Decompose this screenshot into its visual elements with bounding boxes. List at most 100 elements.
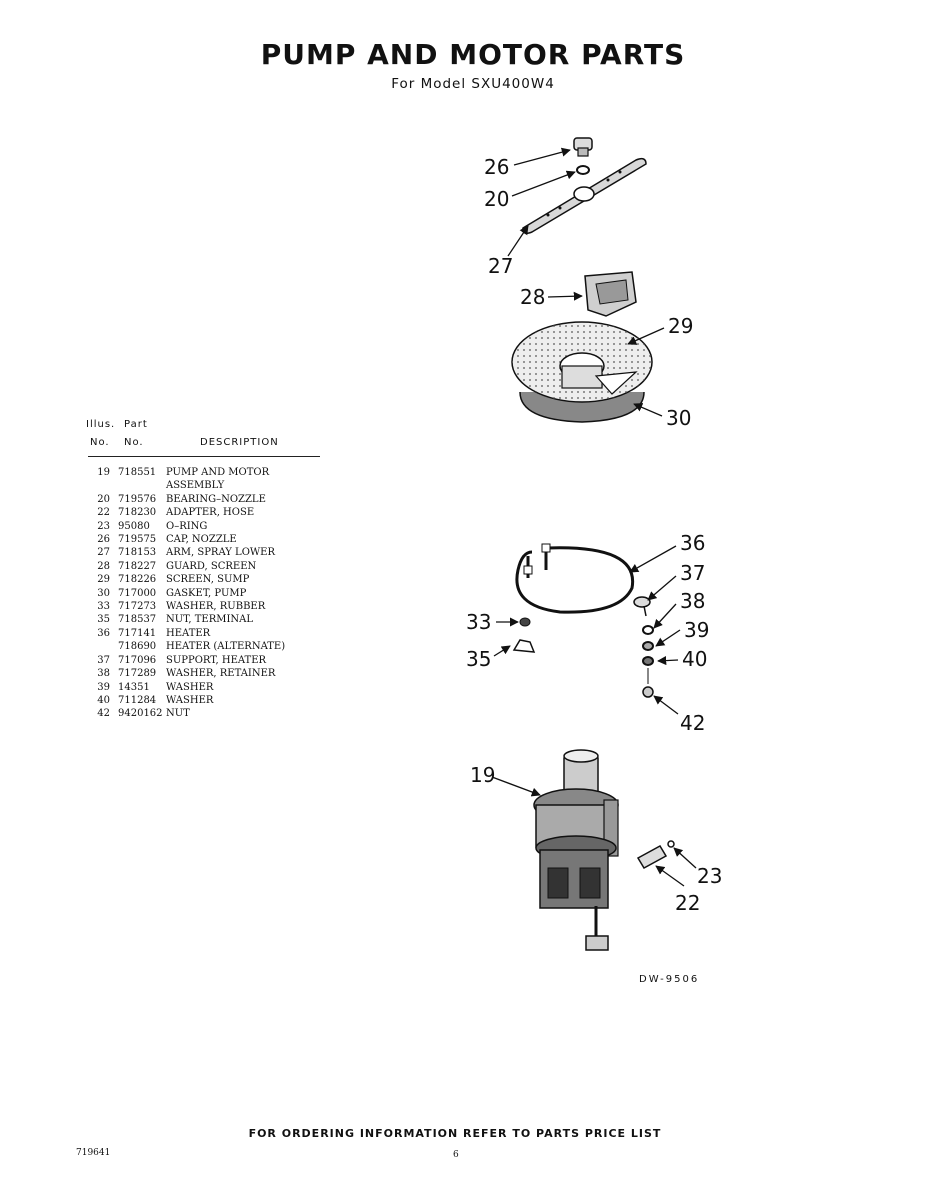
drawing-code: DW-9506 [639, 974, 700, 985]
callout-27: 27 [488, 254, 513, 278]
part-description: O–RING [166, 520, 208, 532]
illus-no: 42 [97, 708, 110, 720]
illus-no: 29 [97, 574, 110, 586]
callout-36: 36 [680, 531, 705, 555]
part-no: 717096 [118, 654, 157, 666]
part-no: 717000 [118, 587, 157, 599]
callout-30: 30 [666, 406, 691, 430]
callout-37: 37 [680, 561, 705, 585]
part-no: 9420162 [118, 708, 163, 720]
nut-42-part [642, 686, 654, 698]
callout-22: 22 [675, 891, 700, 915]
part-no: 718690 [118, 641, 157, 653]
sump-screen-part [511, 321, 653, 423]
header-part-line1: Part [124, 419, 148, 430]
callout-29: 29 [668, 314, 693, 338]
table-row: 718690 HEATER (ALTERNATE) [88, 640, 323, 653]
parts-table: Illus. No. Part No. DESCRIPTION 19 718551… [86, 418, 323, 721]
illus-no: 27 [97, 547, 110, 559]
callout-20: 20 [484, 187, 509, 211]
ordering-footer: FOR ORDERING INFORMATION REFER TO PARTS … [248, 1127, 662, 1140]
page-number: 6 [453, 1150, 459, 1160]
part-description: WASHER, RETAINER [166, 668, 276, 680]
part-description: SUPPORT, HEATER [166, 654, 267, 666]
screen-guard-part [584, 271, 637, 317]
part-description: GASKET, PUMP [166, 587, 247, 599]
part-description: GUARD, SCREEN [166, 560, 257, 572]
callout-42: 42 [680, 711, 705, 735]
part-no: 718537 [118, 614, 157, 626]
illus-no: 19 [97, 467, 110, 478]
part-no: 14351 [118, 681, 150, 693]
page-title: PUMP AND MOTOR PARTS [260, 38, 686, 71]
part-no: 718226 [118, 574, 157, 586]
heater-support-part [633, 596, 651, 617]
illus-no: 36 [97, 627, 110, 639]
illus-no: 30 [97, 587, 110, 599]
part-description: ARM, SPRAY LOWER [166, 547, 275, 559]
rubber-washer-part [519, 617, 531, 627]
illus-no: 23 [97, 520, 110, 532]
callout-26: 26 [484, 155, 509, 179]
part-description: HEATER [166, 627, 211, 639]
table-row: 40 711284 WASHER [88, 694, 323, 707]
part-description: WASHER [166, 681, 214, 693]
part-no: 717273 [118, 601, 157, 613]
header-part-line2: No. [124, 437, 144, 448]
header-illus-line1: Illus. [86, 419, 116, 430]
illus-no: 28 [97, 560, 110, 572]
callout-19: 19 [470, 763, 495, 787]
washer-39-part [642, 641, 654, 651]
table-row: 30 717000 GASKET, PUMP [88, 587, 323, 600]
table-row: 37 717096 SUPPORT, HEATER [88, 654, 323, 667]
parts-table-header: Illus. No. Part No. DESCRIPTION [86, 418, 323, 457]
callout-33: 33 [466, 610, 491, 634]
pump-motor-assembly-part [533, 749, 619, 951]
callout-38: 38 [680, 589, 705, 613]
illus-no: 38 [97, 668, 110, 680]
retainer-washer-part [642, 625, 654, 635]
header-illus-line2: No. [90, 437, 110, 448]
illus-no: 40 [97, 694, 110, 706]
part-no: 717289 [118, 668, 157, 680]
terminal-nut-part [512, 639, 536, 653]
part-no: 717141 [118, 627, 157, 639]
o-ring-part [667, 840, 675, 848]
washer-40-part [642, 656, 654, 666]
bearing-nozzle-part [576, 165, 590, 175]
illus-no: 22 [97, 507, 110, 519]
illus-no: 26 [97, 534, 110, 546]
part-description: WASHER [166, 694, 214, 706]
table-row: 23 95080 O–RING [88, 520, 323, 533]
callout-leaders [491, 147, 697, 887]
part-no: 718551 [118, 467, 157, 478]
illus-no: 37 [97, 654, 110, 666]
heater-element-part [515, 543, 635, 614]
part-description: HEATER (ALTERNATE) [166, 641, 286, 653]
part-no: 711284 [118, 694, 157, 706]
table-row: 29 718226 SCREEN, SUMP [88, 573, 323, 586]
table-row: 36 717141 HEATER [88, 627, 323, 640]
part-no: 718230 [118, 507, 157, 519]
part-no: 95080 [118, 520, 150, 532]
callout-39: 39 [684, 618, 709, 642]
part-description: WASHER, RUBBER [166, 601, 266, 613]
document-number: 719641 [76, 1148, 111, 1158]
part-no: 719575 [118, 534, 157, 546]
hose-adapter-part [636, 844, 668, 870]
part-description: PUMP AND MOTOR [166, 467, 270, 478]
part-description: SCREEN, SUMP [166, 574, 250, 586]
callout-35: 35 [466, 647, 491, 671]
table-row: 38 717289 WASHER, RETAINER [88, 667, 323, 680]
part-description: NUT, TERMINAL [166, 614, 254, 626]
